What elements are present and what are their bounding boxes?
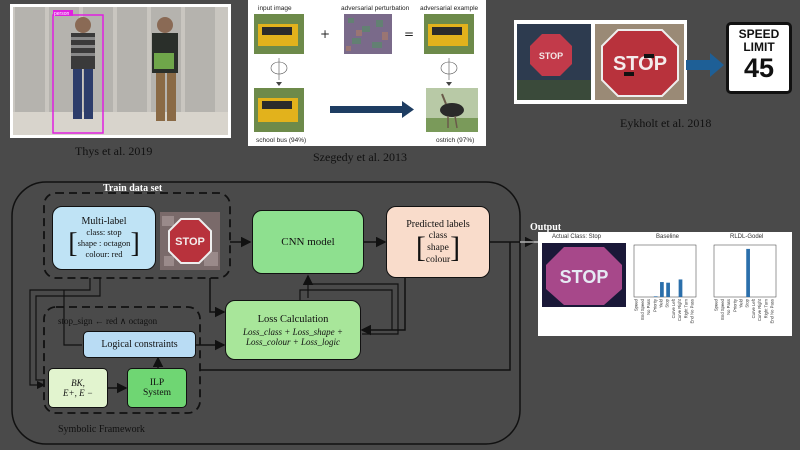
speed-limit-value: 45	[743, 53, 775, 83]
bar-stop	[666, 282, 670, 297]
ilp-line1: ILP	[149, 378, 165, 388]
chart-frame	[633, 244, 697, 298]
loss-line1: Loss_class + Loss_shape +	[243, 326, 343, 337]
multi-label-title: Multi-label	[81, 216, 127, 227]
tick-label: End No Pass	[770, 299, 775, 323]
train-stop-image: STOP	[160, 212, 220, 270]
szegedy-diagram: input image adversarial perturbation adv…	[254, 5, 479, 144]
tick-label: End No Pass	[690, 299, 695, 323]
thys-caption: Thys et al. 2019	[75, 144, 153, 158]
tick-label: Priority	[732, 298, 737, 312]
svg-text:STOP: STOP	[560, 267, 609, 287]
szegedy-figure: input image adversarial perturbation adv…	[248, 0, 486, 146]
perturbation-label: adversarial perturbation	[341, 5, 410, 12]
loss-title: Loss Calculation	[257, 313, 329, 325]
tick-label: Speed	[634, 298, 639, 311]
class-line: class: stop	[86, 227, 122, 237]
train-dataset-title: Train data set	[103, 183, 163, 194]
stop-word-large: STOP	[613, 53, 667, 75]
tick-label: Curve Left	[751, 298, 756, 318]
tick-label: Yield	[739, 298, 744, 308]
person-tag: person	[54, 11, 70, 17]
output-title: Output	[530, 222, 562, 233]
speed-limit-sign: SPEED LIMIT 45	[726, 22, 792, 94]
logical-constraints-box: Logical constraints	[83, 331, 196, 358]
loss-calculation-box: Loss Calculation Loss_class + Loss_shape…	[225, 300, 361, 360]
symbolic-framework-frame	[43, 306, 201, 414]
tick-label: Stop	[665, 298, 670, 307]
tick-label: End Speed	[720, 298, 725, 319]
pred-class: class	[428, 230, 448, 241]
cnn-model-box: CNN model	[252, 210, 364, 274]
bar-stop	[746, 248, 750, 297]
loss-line2: Loss_colour + Loss_logic	[245, 336, 341, 347]
ilp-line2: System	[143, 388, 171, 398]
bar-yield	[660, 282, 664, 297]
tick-label: Stop	[745, 298, 750, 307]
symbolic-framework-title: Symbolic Framework	[58, 424, 145, 435]
pred-colour: colour	[425, 254, 451, 265]
tick-label: Curve Right	[757, 298, 762, 321]
colour-line: colour: red	[85, 249, 123, 259]
multi-label-box: Multi-label [ class: stop shape : octago…	[52, 206, 156, 270]
eykholt-arrow	[686, 53, 724, 77]
bar-curve-right	[678, 279, 683, 297]
tick-label: No Pass	[726, 299, 731, 315]
output-panel: Actual Class: Stop STOP Baseline RLDL-Go…	[538, 232, 792, 336]
ostrich-label: ostrich (97%)	[436, 137, 474, 144]
speed-limit-line1: SPEED	[738, 27, 780, 41]
equals-sign: =	[404, 27, 414, 41]
chart-frame	[713, 244, 777, 298]
predicted-labels-title: Predicted labels	[406, 218, 470, 230]
tick-label: Right Turn	[763, 298, 768, 318]
output-stop-image: STOP	[542, 243, 626, 307]
rldl-title: RLDL-Godel	[730, 234, 764, 240]
tick-label: Yield	[659, 298, 664, 308]
speed-limit-line2: LIMIT	[743, 40, 775, 54]
tick-label: Curve Left	[671, 298, 676, 318]
actual-class-label: Actual Class: Stop	[552, 234, 602, 240]
tick-label: Priority	[652, 298, 657, 312]
thys-figure: person	[10, 4, 231, 138]
predicted-labels-box: Predicted labels [ class shape colour ]	[386, 206, 490, 278]
tick-label: No Pass	[646, 299, 651, 315]
thys-photo: person	[13, 7, 228, 135]
tick-label: End Speed	[640, 298, 645, 319]
baseline-title: Baseline	[656, 234, 680, 240]
eykholt-figure: STOP STOP	[514, 20, 687, 104]
bk-examples-box: BK, E+, E −	[48, 368, 108, 408]
adversarial-example-label: adversarial example	[420, 5, 479, 12]
tick-label: Right Turn	[683, 298, 688, 318]
eykholt-caption: Eykholt et al. 2018	[620, 116, 712, 130]
eykholt-photos: STOP STOP	[517, 24, 684, 100]
train-dataset-frame	[43, 192, 231, 279]
stop-sign-rule: stop_sign ← red ∧ octagon	[58, 316, 158, 326]
szegedy-caption: Szegedy et al. 2013	[313, 150, 407, 164]
stop-word-small: STOP	[539, 51, 563, 61]
outer-boundary	[11, 181, 521, 445]
plus-sign: +	[320, 27, 330, 41]
input-image-label: input image	[258, 5, 292, 12]
tick-label: Speed	[714, 298, 719, 311]
school-bus-label: school bus (94%)	[256, 137, 306, 144]
bar-priority	[653, 296, 658, 297]
bk-line1: BK,	[71, 378, 85, 388]
ilp-system-box: ILP System	[127, 368, 187, 408]
svg-text:STOP: STOP	[175, 236, 205, 248]
shape-line: shape : octagon	[77, 238, 131, 248]
pred-shape: shape	[427, 242, 449, 253]
tick-label: Curve Right	[677, 298, 682, 321]
bk-line2: E+, E −	[63, 388, 93, 398]
